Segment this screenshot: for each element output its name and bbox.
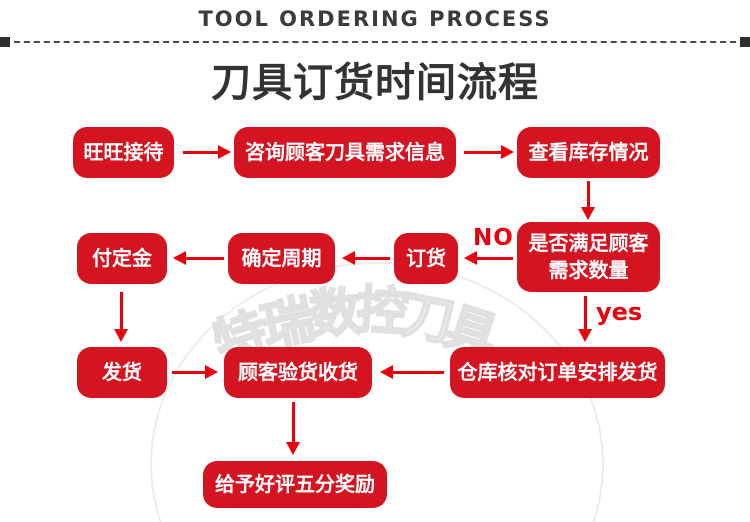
arrow-decision-no-to-order (464, 251, 513, 265)
english-title: TOOL ORDERING PROCESS (198, 7, 552, 31)
arrow-order-to-cycle (342, 251, 390, 265)
node-ask-customer-tool-needs: 咨询顾客刀具需求信息 (234, 127, 456, 178)
arrow-deposit-to-ship (114, 292, 128, 342)
node-pay-deposit: 付定金 (77, 233, 167, 284)
node-line: 需求数量 (548, 258, 629, 282)
arrow-ship-to-inspect (172, 365, 218, 379)
node-line: 是否满足顾客 (528, 231, 649, 255)
page-title: 刀具订货时间流程 (211, 60, 539, 106)
arrow-warehouse-to-inspect (380, 365, 444, 379)
node-customer-inspect-receive: 顾客验货收货 (224, 347, 372, 398)
node-five-star-review-reward: 给予好评五分奖励 (203, 461, 387, 508)
arrow-reception-to-ask (183, 145, 231, 159)
branch-label-no: NO (473, 225, 514, 251)
node-confirm-cycle: 确定周期 (228, 233, 335, 284)
node-warehouse-verify-ship: 仓库核对订单安排发货 (450, 347, 665, 398)
arrow-decision-yes-to-warehouse (578, 296, 592, 342)
node-check-inventory: 查看库存情况 (517, 127, 660, 178)
branch-label-yes: yes (596, 298, 643, 326)
arrow-inventory-to-decision (581, 181, 595, 220)
dashed-divider (4, 41, 746, 43)
arrow-cycle-to-deposit (173, 251, 224, 265)
node-wangwang-reception: 旺旺接待 (73, 127, 174, 178)
node-ship-goods: 发货 (77, 347, 167, 398)
divider-left-cap (0, 37, 10, 47)
arrow-ask-to-inventory (464, 145, 514, 159)
node-place-order: 订货 (394, 233, 458, 284)
divider-right-cap (740, 37, 750, 47)
node-meets-customer-quantity: 是否满足顾客 需求数量 (517, 222, 660, 292)
arrow-inspect-to-review (286, 402, 300, 455)
